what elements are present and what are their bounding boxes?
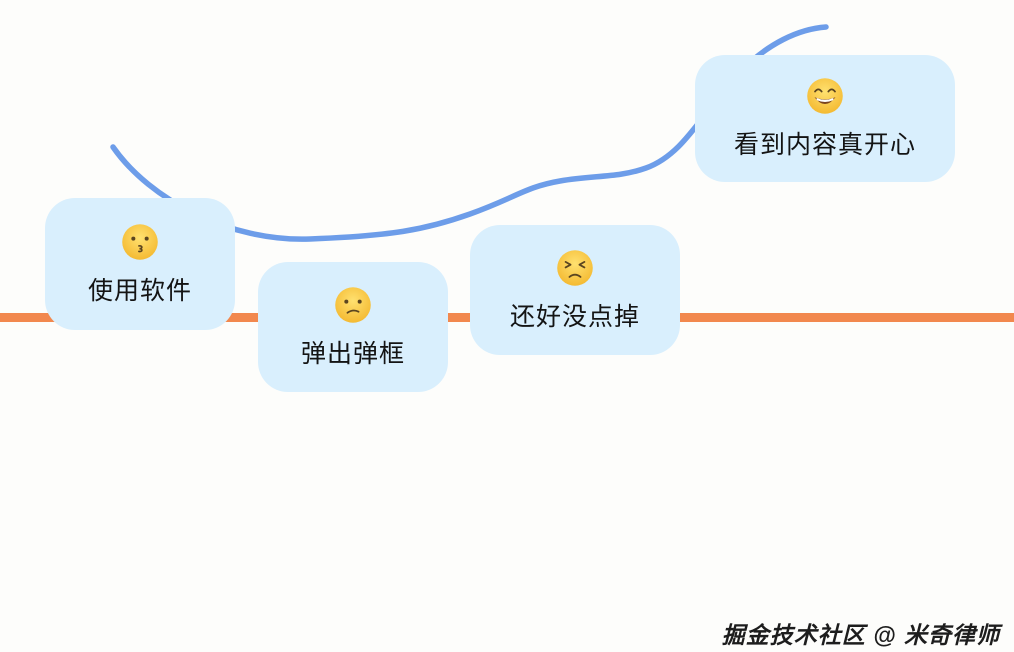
grinning-face-icon	[807, 78, 843, 114]
step-label: 使用软件	[87, 276, 192, 305]
persevering-face-icon	[557, 249, 593, 286]
step-label: 看到内容真开心	[733, 131, 916, 159]
step-card-happy-with-content: 看到内容真开心	[695, 55, 955, 182]
step-label: 还好没点掉	[509, 302, 640, 331]
step-card-glad-not-closed: 还好没点掉	[470, 225, 680, 355]
step-card-using-software: 使用软件	[45, 198, 235, 330]
step-card-popup-appears: 弹出弹框	[258, 262, 448, 392]
confused-face-icon	[335, 286, 371, 323]
kissing-face-icon	[122, 223, 158, 260]
watermark-text: 掘金技术社区 @ 米奇律师	[721, 622, 1000, 648]
step-label: 弹出弹框	[300, 339, 405, 368]
